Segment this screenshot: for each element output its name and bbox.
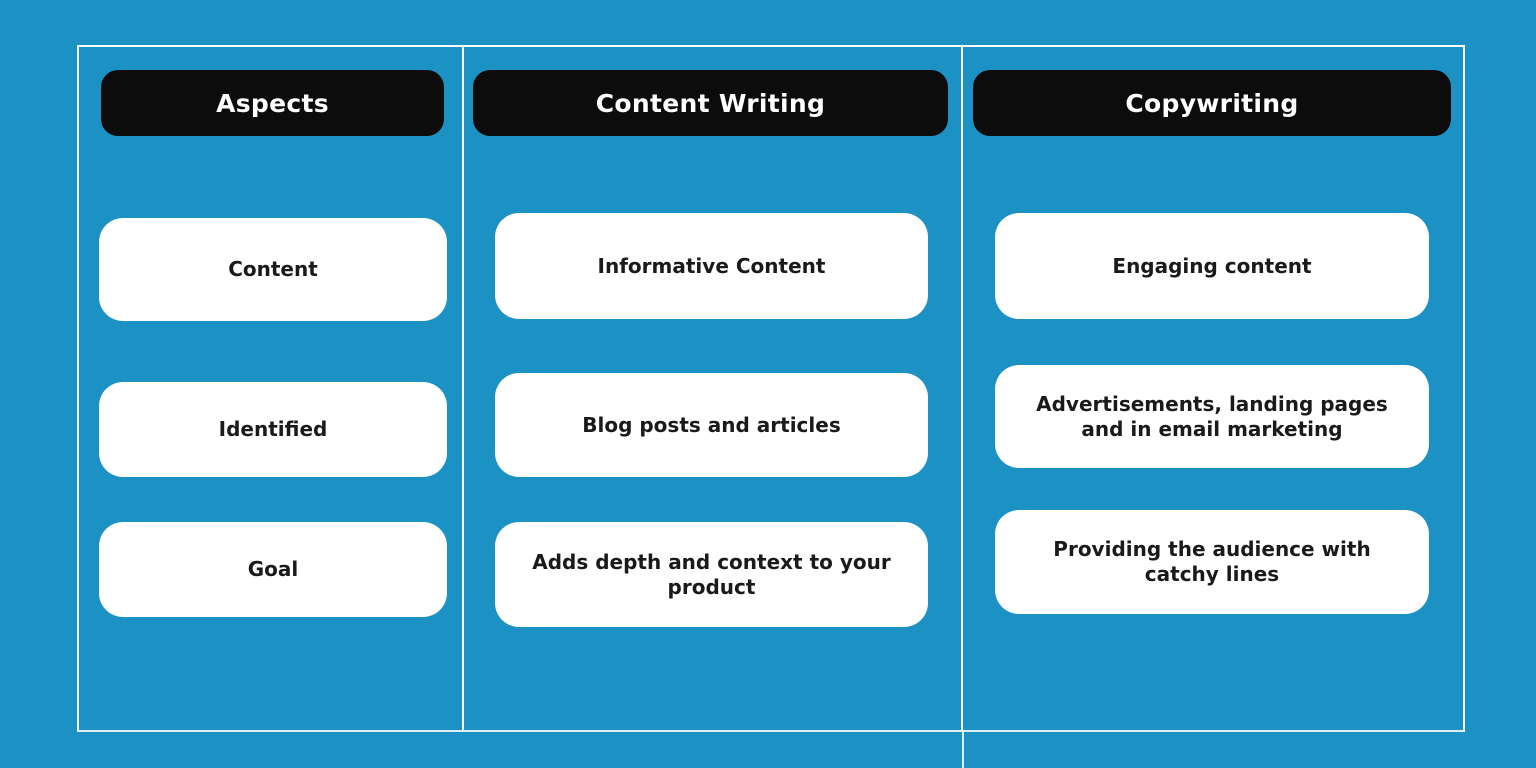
card-label: Adds depth and context to your product (532, 549, 891, 599)
card: Blog posts and articles (495, 373, 928, 477)
column-header-label: Copywriting (1125, 88, 1299, 118)
card: Providing the audience with catchy lines (995, 510, 1429, 614)
card: Engaging content (995, 213, 1429, 319)
card-label: Providing the audience with catchy lines (1053, 537, 1371, 586)
card-label: Goal (247, 557, 299, 581)
column-header-pill: Copywriting (973, 70, 1451, 136)
card-label: Informative Content (597, 253, 826, 278)
column-header-pill: Content Writing (473, 70, 948, 136)
card: Adds depth and context to your product (495, 522, 928, 627)
card: Goal (99, 522, 447, 617)
card-label: Content (228, 257, 318, 281)
card: Content (99, 218, 447, 321)
column-copywriting: Copywriting Engaging content Advertiseme… (961, 47, 1463, 730)
card-label: Identified (218, 417, 328, 441)
card-label: Advertisements, landing pages and in ema… (1036, 391, 1388, 441)
comparison-table: Aspects Content Identified Goal Content … (77, 45, 1465, 732)
column-content-writing: Content Writing Informative Content Blog… (462, 47, 961, 730)
card: Identified (99, 382, 447, 477)
card-label: Blog posts and articles (582, 412, 841, 437)
card: Informative Content (495, 213, 928, 319)
card-label: Engaging content (1112, 253, 1312, 278)
column-divider-extension (962, 731, 964, 768)
column-header-pill: Aspects (101, 70, 444, 136)
column-header-label: Content Writing (595, 88, 826, 118)
card: Advertisements, landing pages and in ema… (995, 365, 1429, 468)
column-aspects: Aspects Content Identified Goal (79, 47, 462, 730)
column-header-label: Aspects (216, 88, 329, 118)
